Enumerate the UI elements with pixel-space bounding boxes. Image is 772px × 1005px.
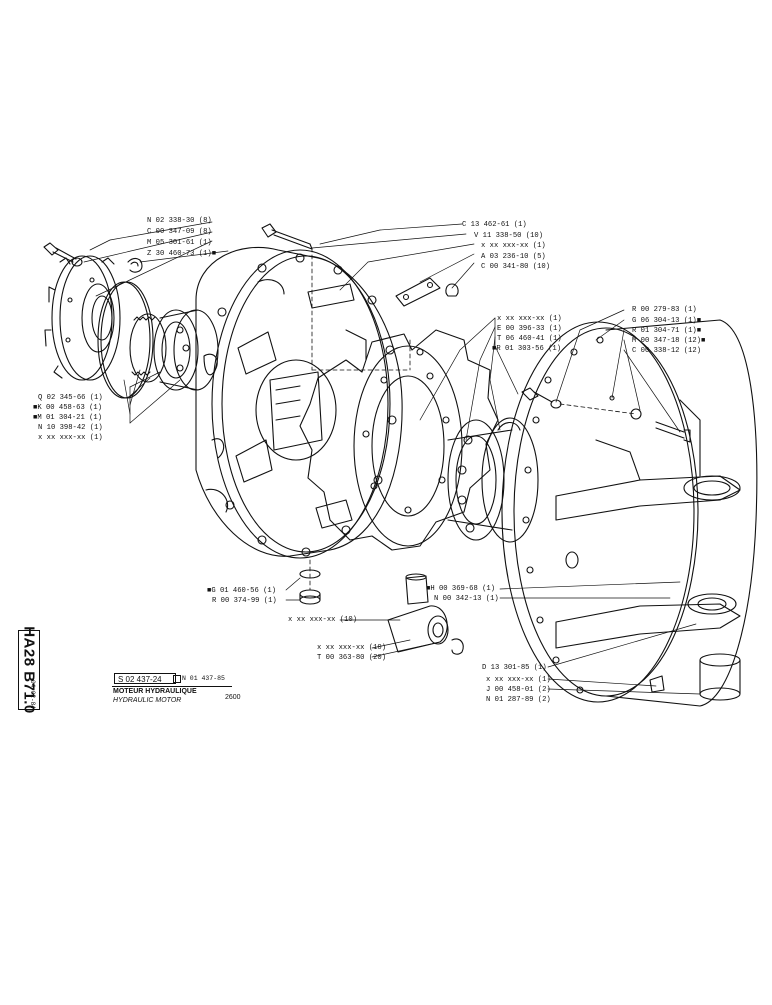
part-label: ■R 01 303-56 (1): [492, 345, 562, 353]
part-label: x xx xxx-xx (10): [317, 644, 387, 652]
part-label: ■K 00 458-63 (1): [33, 404, 103, 412]
part-label: R 00 279-83 (1): [632, 306, 697, 314]
left-cover: [44, 255, 121, 381]
part-label: x xx xxx-xx (10): [288, 616, 358, 624]
part-label: N 02 338-30 (8): [147, 217, 212, 225]
replaces-reference: N 01 437-85: [182, 675, 225, 682]
part-label: T 00 363-80 (20): [317, 654, 387, 662]
part-label: A 03 236-10 (5): [481, 253, 546, 261]
part-label: ■H 00 369-68 (1): [426, 585, 496, 593]
bearing-cage: [447, 417, 539, 543]
part-label: N 00 342-13 (1): [434, 595, 499, 603]
left-bolt: [43, 242, 83, 267]
fitting-pins: [521, 387, 691, 443]
drawing-code-box: HA28 B71.0: [18, 626, 40, 714]
model-number: 2600: [225, 694, 241, 701]
part-label: D 13 301-85 (1): [482, 664, 547, 672]
part-label: Z 30 460-73 (1)■: [147, 250, 217, 258]
mounting-hub: [501, 319, 758, 707]
part-label: C 00 347-09 (8): [147, 228, 212, 236]
part-label: Q 02 345-66 (1): [38, 394, 103, 402]
title-french: MOTEUR HYDRAULIQUE: [113, 688, 197, 695]
part-label: V 11 338-50 (10): [474, 232, 544, 240]
drawing-date: 04-02-84: [29, 680, 36, 709]
reference-number: S 02 437-24: [114, 673, 176, 684]
housing-bolt: [261, 223, 313, 250]
part-label: x xx xxx-xx (1): [38, 434, 103, 442]
part-label: M 00 347-18 (12)■: [632, 337, 706, 345]
part-label: R 00 374-99 (1): [212, 597, 277, 605]
part-label: C 00 338-12 (12): [632, 347, 702, 355]
part-label: N 01 287-89 (2): [486, 696, 551, 704]
assembly-axis-lines: [309, 247, 637, 591]
leader-lines: [83, 221, 701, 695]
part-label: C 00 341-80 (10): [481, 263, 551, 271]
part-label: M 05 301-61 (1): [147, 239, 212, 247]
part-label: ■M 01 304-21 (1): [33, 414, 103, 422]
part-label: x xx xxx-xx (1): [497, 315, 562, 323]
part-label: R 01 304-71 (1)■: [632, 327, 702, 335]
title-divider: [112, 686, 232, 687]
small-plug: [649, 675, 665, 693]
part-label: J 00 458-01 (2): [486, 686, 551, 694]
title-english: HYDRAULIC MOTOR: [113, 697, 182, 704]
part-label: E 00 396-33 (1): [497, 325, 562, 333]
main-housing: [195, 246, 403, 559]
replaces-checkbox: [173, 675, 181, 683]
cam-rotor: [299, 329, 499, 551]
seal-ring: [97, 281, 154, 399]
part-label: T 06 460-41 (1): [497, 335, 562, 343]
part-label: N 10 398-42 (1): [38, 424, 103, 432]
part-label: C 13 462-61 (1): [462, 221, 527, 229]
part-label: ■G 01 460-56 (1): [207, 587, 277, 595]
part-label: G 06 304-13 (1)■: [632, 317, 702, 325]
bracket-plate: [395, 277, 459, 307]
part-label: x xx xxx-xx (1): [481, 242, 546, 250]
part-label: x xx xxx-xx (1): [486, 676, 551, 684]
snap-ring: [127, 257, 143, 273]
